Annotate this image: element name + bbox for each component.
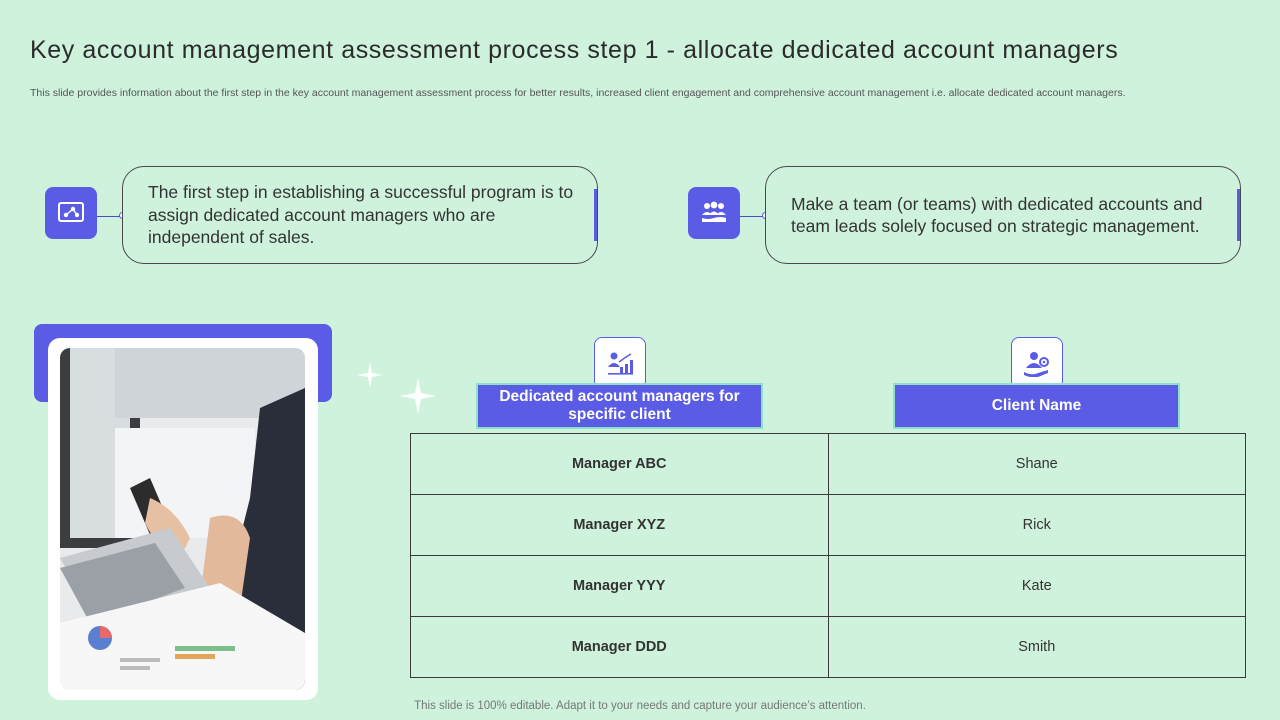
page-title: Key account management assessment proces… <box>30 36 1119 64</box>
business-person-photo <box>60 348 305 690</box>
table-row: Manager XYZ Rick <box>410 494 1246 556</box>
manager-cell: Manager DDD <box>410 616 829 678</box>
client-cell: Kate <box>827 555 1246 617</box>
point-text: The first step in establishing a success… <box>148 182 574 248</box>
manager-client-table: Manager ABC Shane Manager XYZ Rick Manag… <box>410 433 1246 678</box>
client-cell: Rick <box>827 494 1246 556</box>
point-text: Make a team (or teams) with dedicated ac… <box>791 193 1203 237</box>
footer-note: This slide is 100% editable. Adapt it to… <box>414 700 866 712</box>
manager-cell: Manager ABC <box>410 433 829 495</box>
column-header-client: Client Name <box>893 383 1180 429</box>
column-header-managers: Dedicated account managers for specific … <box>476 383 763 429</box>
connector-line <box>740 216 765 217</box>
manager-cell: Manager XYZ <box>410 494 829 556</box>
network-presentation-icon <box>45 187 97 239</box>
team-hands-icon <box>688 187 740 239</box>
client-cell: Shane <box>827 433 1246 495</box>
manager-cell: Manager YYY <box>410 555 829 617</box>
column-header-label: Client Name <box>991 397 1082 414</box>
column-header-label: Dedicated account managers for specific … <box>499 388 740 423</box>
card-accent-bar <box>1237 189 1240 241</box>
table-row: Manager DDD Smith <box>410 616 1246 678</box>
client-cell: Smith <box>827 616 1246 678</box>
point-card: The first step in establishing a success… <box>122 166 598 264</box>
connector-line <box>97 216 122 217</box>
sparkle-icon <box>400 378 436 414</box>
card-accent-bar <box>594 189 597 241</box>
point-card: Make a team (or teams) with dedicated ac… <box>765 166 1241 264</box>
page-subtitle: This slide provides information about th… <box>30 87 1126 99</box>
table-row: Manager YYY Kate <box>410 555 1246 617</box>
manager-growth-icon <box>594 337 646 389</box>
sparkle-icon <box>357 362 383 388</box>
table-row: Manager ABC Shane <box>410 433 1246 495</box>
client-settings-icon <box>1011 337 1063 389</box>
